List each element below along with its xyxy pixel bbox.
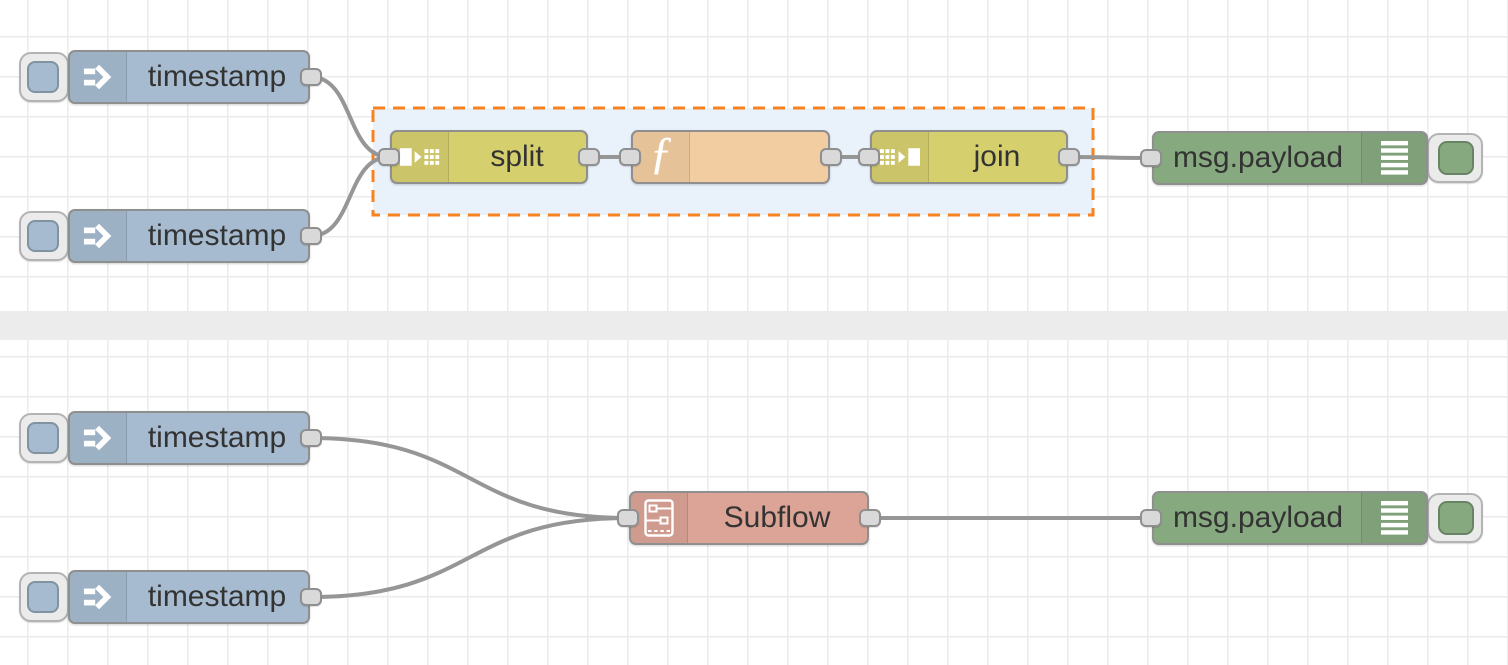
- inject-arrow-icon: [70, 52, 127, 102]
- inject-button-square: [27, 581, 59, 613]
- node-label: timestamp: [147, 580, 287, 613]
- node-label: msg.payload: [1172, 501, 1344, 534]
- output-port[interactable]: [300, 227, 322, 245]
- wire[interactable]: [310, 516, 629, 599]
- debug-list-icon: [1361, 493, 1426, 543]
- node-label: timestamp: [147, 421, 287, 454]
- node-label: msg.payload: [1172, 141, 1344, 174]
- split-node[interactable]: split: [390, 130, 588, 184]
- function-icon: ƒ: [633, 130, 690, 182]
- subflow-node[interactable]: Subflow: [629, 491, 869, 545]
- node-label: [689, 132, 828, 182]
- inject-arrow-icon: [70, 211, 127, 261]
- node-label: timestamp: [147, 219, 287, 252]
- inject-node-1[interactable]: timestamp: [68, 50, 310, 104]
- wire[interactable]: [310, 75, 390, 159]
- debug-node-1[interactable]: msg.payload: [1152, 131, 1428, 185]
- wire[interactable]: [310, 155, 390, 238]
- input-port[interactable]: [858, 148, 880, 166]
- input-port[interactable]: [617, 509, 639, 527]
- output-port[interactable]: [859, 509, 881, 527]
- join-icon: [872, 132, 929, 182]
- subflow-icon: [631, 493, 688, 543]
- output-port[interactable]: [300, 588, 322, 606]
- input-port[interactable]: [378, 148, 400, 166]
- debug-node-2[interactable]: msg.payload: [1152, 491, 1428, 545]
- output-port[interactable]: [578, 148, 600, 166]
- function-node[interactable]: ƒ: [631, 130, 830, 184]
- input-port[interactable]: [1140, 509, 1162, 527]
- node-label: split: [490, 140, 544, 173]
- inject-node-2[interactable]: timestamp: [68, 209, 310, 263]
- flow-divider: [0, 311, 1508, 340]
- output-port[interactable]: [300, 429, 322, 447]
- inject-button-square: [27, 422, 59, 454]
- debug-toggle-button-square: [1438, 501, 1474, 535]
- inject-button-square: [27, 220, 59, 252]
- node-label: join: [973, 140, 1021, 173]
- node-label: timestamp: [147, 60, 287, 93]
- output-port[interactable]: [1058, 148, 1080, 166]
- inject-arrow-icon: [70, 572, 127, 622]
- input-port[interactable]: [619, 148, 641, 166]
- output-port[interactable]: [820, 148, 842, 166]
- node-label: Subflow: [723, 501, 831, 534]
- split-icon: [392, 132, 449, 182]
- inject-arrow-icon: [70, 413, 127, 463]
- output-port[interactable]: [300, 68, 322, 86]
- join-node[interactable]: join: [870, 130, 1068, 184]
- debug-list-icon: [1361, 133, 1426, 183]
- inject-button-square: [27, 61, 59, 93]
- inject-node-3[interactable]: timestamp: [68, 411, 310, 465]
- debug-toggle-button-square: [1438, 141, 1474, 175]
- wire[interactable]: [310, 436, 629, 520]
- input-port[interactable]: [1140, 149, 1162, 167]
- wire[interactable]: [1068, 155, 1152, 160]
- inject-node-4[interactable]: timestamp: [68, 570, 310, 624]
